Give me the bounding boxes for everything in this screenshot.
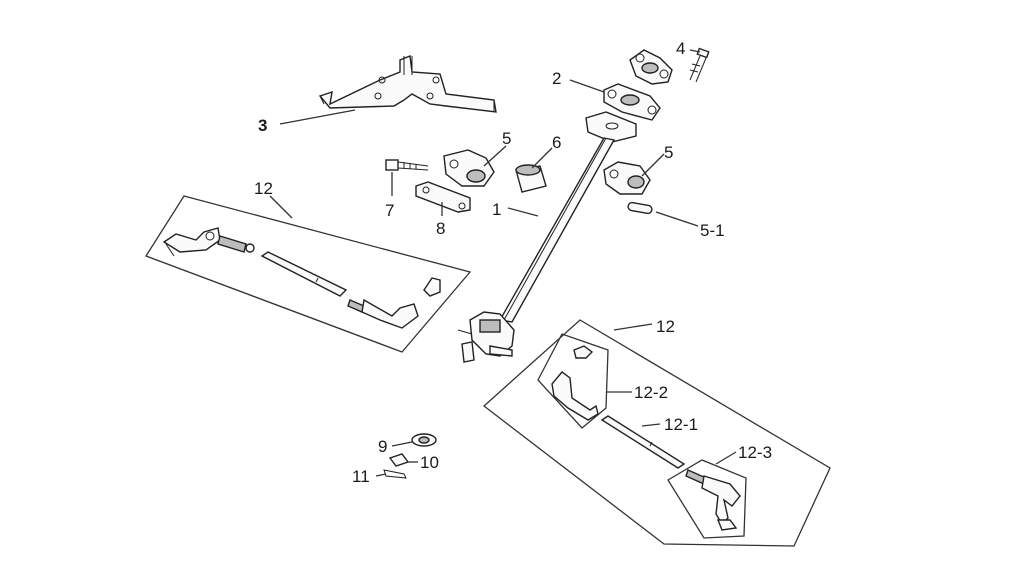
callout-12-left: 12	[254, 179, 293, 219]
part-5-clamp-right	[603, 161, 651, 195]
part-10-nut	[388, 453, 410, 467]
part-9-washer	[411, 433, 437, 447]
label-12-2: 12-2	[634, 383, 668, 402]
callout-12-2: 12-2	[606, 383, 668, 402]
label-11: 11	[352, 467, 370, 486]
callout-11: 11	[352, 467, 387, 486]
label-7: 7	[385, 201, 394, 220]
callout-12-right: 12	[613, 317, 675, 336]
label-5a: 5	[502, 129, 511, 148]
label-5b: 5	[664, 143, 673, 162]
part-5-clamp-left	[443, 149, 495, 187]
part-6-bushing	[515, 164, 547, 193]
callout-4: 4	[676, 39, 701, 58]
label-4: 4	[676, 39, 685, 58]
callout-5-1: 5-1	[655, 211, 725, 240]
label-8: 8	[436, 219, 445, 238]
part-5-1-pin	[627, 201, 653, 215]
callout-5-left: 5	[483, 129, 511, 167]
label-12a: 12	[254, 179, 273, 198]
part-4-bolt	[689, 47, 710, 83]
callout-1: 1	[492, 200, 539, 219]
callout-7: 7	[385, 172, 394, 220]
label-12-3: 12-3	[738, 443, 772, 462]
tie-rod-group-left	[145, 195, 472, 353]
label-6: 6	[552, 133, 561, 152]
tie-rod-group-right	[482, 319, 831, 547]
label-10: 10	[420, 453, 439, 472]
label-3: 3	[258, 116, 267, 135]
part-2-holder	[603, 83, 661, 121]
callout-10: 10	[408, 453, 439, 472]
callout-2: 2	[552, 69, 605, 93]
part-7-bolt	[385, 159, 429, 171]
callout-6: 6	[531, 133, 561, 169]
callout-3: 3	[258, 109, 356, 135]
part-3-bracket	[318, 55, 497, 113]
label-12b: 12	[656, 317, 675, 336]
label-12-1: 12-1	[664, 415, 698, 434]
callout-9: 9	[378, 437, 413, 456]
label-2: 2	[552, 69, 561, 88]
part-1-steering-shaft	[457, 111, 637, 363]
upper-clamp-cap	[629, 49, 673, 85]
callout-12-3: 12-3	[715, 443, 772, 465]
label-1: 1	[492, 200, 501, 219]
part-11-cotter-pin	[383, 469, 407, 479]
label-9: 9	[378, 437, 387, 456]
label-5-1: 5-1	[700, 221, 725, 240]
callout-8: 8	[436, 202, 445, 238]
callout-5-right: 5	[641, 143, 673, 177]
part-8-plate	[415, 181, 471, 213]
callout-12-1: 12-1	[641, 415, 698, 434]
